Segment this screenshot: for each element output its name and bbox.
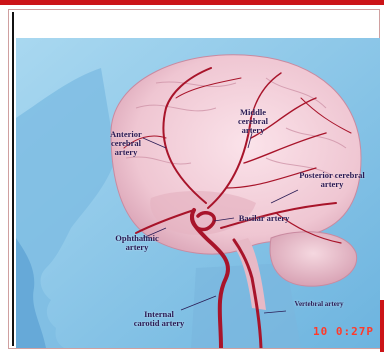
label-anterior-cerebral-artery: Anterior cerebral artery [96,130,156,157]
left-border-rule [12,12,14,346]
label-basilar-artery: Basilar artery [229,214,299,223]
label-posterior-cerebral-artery: Posterior cerebral artery [288,171,376,189]
cerebellum [270,232,357,286]
label-vertebral-artery: Vertebral artery [284,300,354,309]
label-internal-carotid-artery: Internal carotid artery [124,310,194,328]
brain-artery-illustration: Anterior cerebral artery Middle cerebral… [16,38,380,348]
label-ophthalmic-artery: Ophthalmic artery [108,234,166,252]
top-red-band [0,0,384,5]
right-red-edge [380,300,384,352]
label-middle-cerebral-artery: Middle cerebral artery [228,108,278,135]
video-timestamp: 10 0:27P [313,325,374,338]
